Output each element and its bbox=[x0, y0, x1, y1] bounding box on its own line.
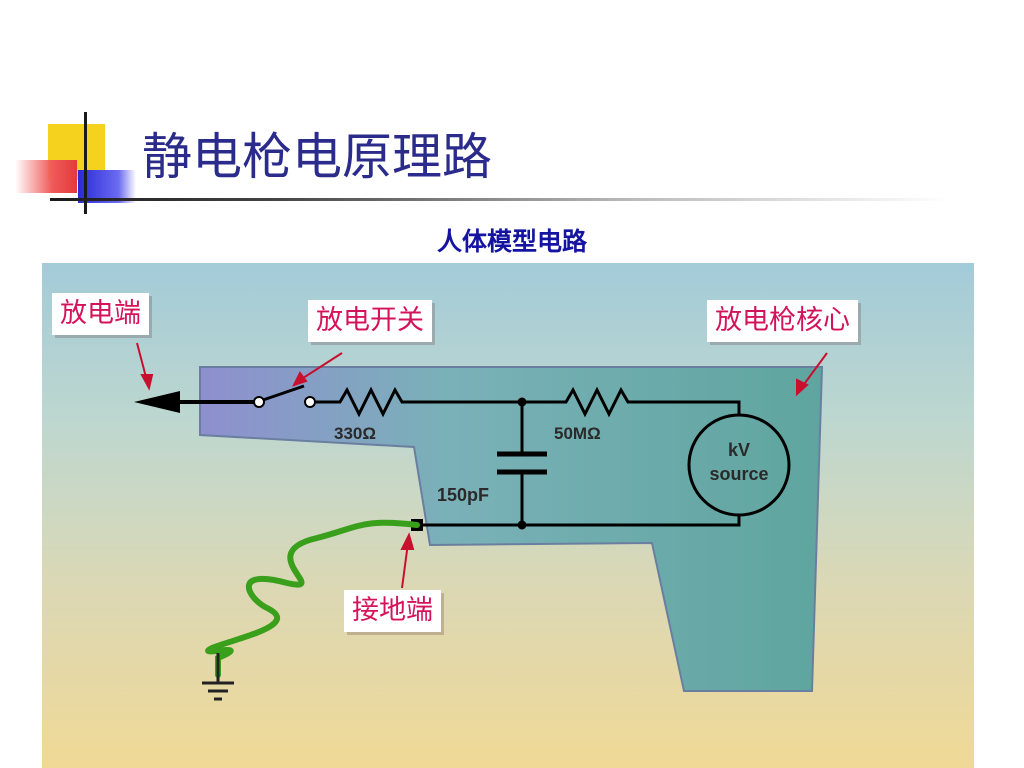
capacitor-symbol bbox=[497, 397, 547, 530]
diagram-subtitle: 人体模型电路 bbox=[436, 227, 587, 256]
callout-discharge-switch: 放电开关 bbox=[308, 300, 432, 342]
decor-red-bar bbox=[15, 160, 77, 193]
source-label: source bbox=[709, 464, 768, 484]
callout-discharge-end: 放电端 bbox=[52, 293, 149, 335]
callout-gun-core: 放电枪核心 bbox=[707, 300, 858, 342]
capacitor-label: 150pF bbox=[437, 485, 489, 505]
slide-title: 静电枪电原理路 bbox=[142, 128, 492, 186]
title-underline bbox=[50, 198, 950, 201]
source-kv-label: kV bbox=[728, 440, 750, 460]
circuit-svg: 330Ω 50MΩ 150pF kV source bbox=[134, 342, 828, 701]
decor-vertical-line bbox=[84, 112, 87, 214]
ground-wire bbox=[205, 519, 420, 678]
decor-blue-bar bbox=[78, 170, 136, 203]
ground-symbol-icon bbox=[202, 653, 234, 701]
top-wire bbox=[315, 386, 741, 418]
circuit-diagram: 330Ω 50MΩ 150pF kV source 放电端 放电开关 放电枪核心… bbox=[42, 263, 974, 768]
callout-pointers bbox=[136, 342, 828, 589]
resistor-330-label: 330Ω bbox=[334, 424, 376, 443]
discharge-switch-symbol bbox=[253, 384, 316, 408]
discharge-tip-arrow bbox=[134, 391, 254, 413]
gun-body-shape bbox=[199, 366, 824, 692]
callout-ground-end: 接地端 bbox=[344, 590, 441, 632]
bottom-wire bbox=[417, 515, 741, 527]
resistor-50m-label: 50MΩ bbox=[554, 424, 601, 443]
kv-source-symbol bbox=[687, 413, 791, 517]
